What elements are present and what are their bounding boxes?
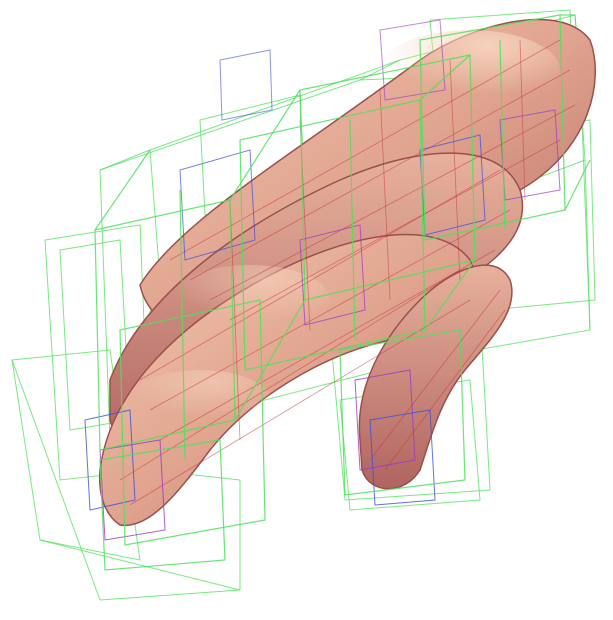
hand-mesh (100, 20, 596, 526)
